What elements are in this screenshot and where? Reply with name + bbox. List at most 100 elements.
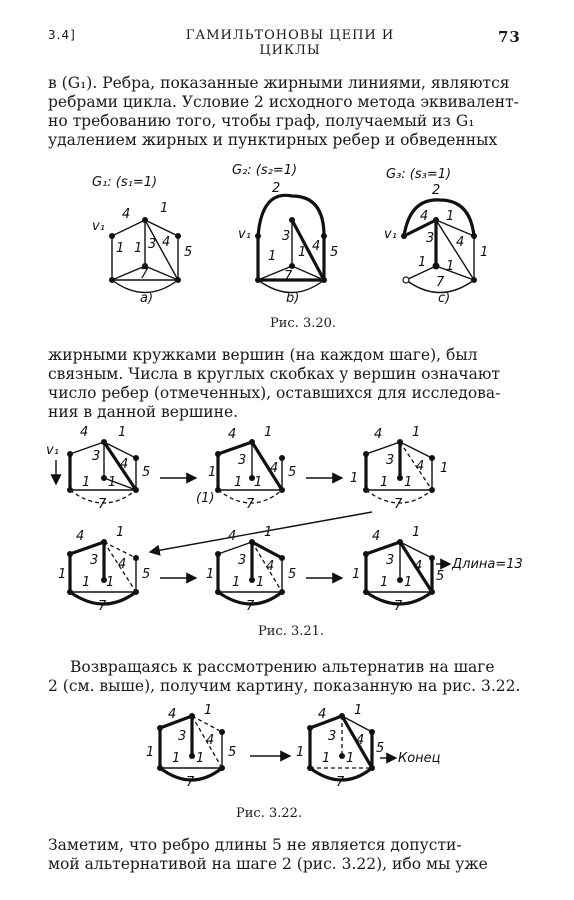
- edge-label: 1: [108, 475, 116, 490]
- text-line: ребрами цикла. Условие 2 исходного метод…: [48, 93, 519, 111]
- edge-label: 4: [356, 733, 364, 748]
- text-line: Заметим, что ребро длины 5 не является д…: [48, 836, 462, 854]
- edge-label: 7: [186, 775, 195, 790]
- figure-caption: Рис. 3.22.: [236, 806, 303, 821]
- text-line: в (G₁). Ребра, показанные жирными линиям…: [48, 74, 510, 92]
- edge-label: 3: [386, 553, 394, 568]
- edge-label: 5: [436, 569, 444, 584]
- edge-label: 1: [268, 249, 276, 264]
- edge-label: 1: [418, 255, 426, 270]
- text-line: число ребер (отмеченных), оставшихся для…: [48, 384, 501, 402]
- graph-g2: G₂: (s₂=1) 2 v₁ 1 3 1 4 5 7 b): [232, 163, 338, 306]
- edge-label: 1: [446, 209, 454, 224]
- text-line: но требованию того, чтобы граф, получаем…: [48, 112, 475, 130]
- edge-label: 1: [380, 475, 388, 490]
- edge-label: 1: [322, 751, 330, 766]
- graph-alt-2: 4 1 3 4 5 1 1 1 7: [296, 703, 384, 790]
- edge-label: 3: [238, 553, 246, 568]
- section-number: 3.4]: [48, 28, 76, 42]
- text-line: мой альтернативой на шаге 2 (рис. 3.22),…: [48, 855, 488, 873]
- edge-label: 4: [122, 207, 130, 222]
- edge-label: 3: [178, 729, 186, 744]
- graph-title: G₁: (s₁=1): [92, 175, 157, 190]
- edge-label: 7: [436, 275, 445, 290]
- vertex-count-mark: (1): [196, 491, 214, 506]
- vertex-label-v1: v₁: [384, 227, 397, 242]
- page-number: 73: [498, 28, 521, 46]
- text-line: ния в данной вершине.: [48, 403, 239, 421]
- edge-label: 1: [264, 525, 272, 540]
- edge-label: 1: [412, 525, 420, 540]
- edge-label: 3: [386, 453, 394, 468]
- edge-label: 7: [246, 599, 255, 614]
- result-label: Конец: [398, 751, 441, 766]
- edge-label: 1: [232, 575, 240, 590]
- edge-label: 3: [148, 237, 156, 252]
- edge-label: 4: [318, 707, 326, 722]
- vertex-label-v1: v₁: [238, 227, 251, 242]
- edge-label: 7: [140, 267, 149, 282]
- edge-label: 1: [404, 575, 412, 590]
- graph-g1: G₁: (s₁=1) v₁ 4 1 1 1 3 4 5 7 a): [92, 175, 192, 306]
- edge-label: 5: [288, 567, 296, 582]
- graph-g3: G₃: (s₃=1) 2 v₁ 4 1 3 4 1 1 1 7 c): [384, 167, 488, 306]
- graph-alt-1: 4 1 3 4 5 1 1 1 7: [146, 703, 236, 790]
- edge-label: 1: [118, 425, 126, 440]
- edge-label: 4: [416, 459, 424, 474]
- edge-label: 3: [328, 729, 336, 744]
- edge-label: 5: [376, 741, 384, 756]
- edge-label: 1: [206, 567, 214, 582]
- edge-label: 7: [98, 497, 107, 512]
- edge-label: 1: [412, 425, 420, 440]
- vertex-label-v1: v₁: [92, 219, 105, 234]
- paragraph-2: жирными кружками вершин (на каждом шаге)…: [48, 346, 528, 422]
- edge-label: 1: [58, 567, 66, 582]
- edge-label: 7: [336, 775, 345, 790]
- edge-label: 5: [228, 745, 236, 760]
- edge-label: 4: [120, 457, 128, 472]
- edge-label: 1: [264, 425, 272, 440]
- text-line: жирными кружками вершин (на каждом шаге)…: [48, 346, 478, 364]
- edge-label: 7: [246, 497, 255, 512]
- edge-label: 1: [82, 475, 90, 490]
- figure-caption: Рис. 3.20.: [270, 316, 337, 331]
- graph-title: G₃: (s₃=1): [386, 167, 451, 182]
- result-label: Длина=13: [451, 557, 523, 572]
- back-arrow: [148, 511, 373, 556]
- edge-label: 4: [206, 733, 214, 748]
- edge-label: 3: [426, 231, 434, 246]
- subfigure-label: b): [286, 291, 299, 306]
- vertex-label-v1: v₁: [46, 443, 59, 458]
- paragraph-3: Возвращаясь к рассмотрению альтернатив н…: [48, 658, 528, 696]
- figure-3-20: G₁: (s₁=1) v₁ 4 1 1 1 3 4 5 7 a) G₂: (s₂…: [92, 163, 488, 306]
- graph-step-1: v₁ 4 1 3 4 5 1 1 7: [46, 425, 150, 512]
- edge-label: 1: [204, 703, 212, 718]
- figure-3-21: v₁ 4 1 3 4 5 1 1 7 4 1 3 4: [46, 425, 523, 614]
- edge-label: 1: [296, 745, 304, 760]
- edge-label: 1: [254, 475, 262, 490]
- edge-label: 4: [456, 235, 464, 250]
- edge-label: 4: [420, 209, 428, 224]
- graph-step-4: 4 1 3 4 5 1 1 1 7: [58, 525, 150, 614]
- edge-label: 1: [256, 575, 264, 590]
- edge-label: 7: [98, 599, 107, 614]
- edge-label: 4: [312, 239, 320, 254]
- edge-label: 4: [76, 529, 84, 544]
- paragraph-1: в (G₁). Ребра, показанные жирными линиям…: [48, 74, 528, 150]
- edge-label: 1: [354, 703, 362, 718]
- edge-label: 1: [352, 567, 360, 582]
- graph-step-6: 4 1 3 4 5 1 1 1 7: [352, 525, 444, 614]
- edge-label: 1: [116, 525, 124, 540]
- text-line: Возвращаясь к рассмотрению альтернатив н…: [70, 658, 495, 676]
- edge-label: 1: [160, 201, 168, 216]
- edge-label: 1: [134, 241, 142, 256]
- edge-label: 7: [394, 599, 403, 614]
- text-line: удалением жирных и пунктирных ребер и об…: [48, 131, 498, 149]
- edge-label: 1: [298, 245, 306, 260]
- edge-label: 4: [414, 559, 422, 574]
- edge-label: 7: [394, 497, 403, 512]
- text-line: 2 (см. выше), получим картину, показанну…: [48, 677, 521, 695]
- figure-caption: Рис. 3.21.: [258, 624, 325, 639]
- graph-step-2: 4 1 3 4 5 1 1 1 7 (1): [196, 425, 296, 512]
- edge-label: 4: [266, 559, 274, 574]
